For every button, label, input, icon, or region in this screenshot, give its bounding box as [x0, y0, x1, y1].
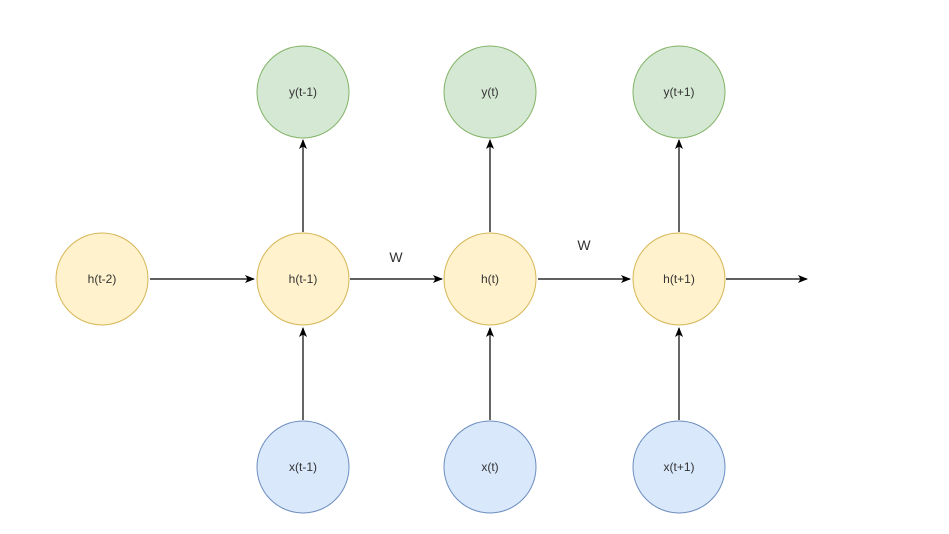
node-h-t-minus-2-circle: [55, 232, 149, 326]
node-h-t-circle: [443, 232, 537, 326]
node-h-t-minus-1: h(t-1): [256, 232, 350, 326]
edges: [150, 139, 808, 420]
node-h-t-minus-1-label: h(t-1): [289, 272, 318, 286]
node-y-t-minus-1-circle: [256, 45, 350, 139]
node-x-t-circle: [443, 420, 537, 514]
node-x-t-plus-1-circle: [632, 420, 726, 514]
weight-label-w-1: W: [389, 249, 403, 265]
node-y-t-circle: [443, 45, 537, 139]
node-x-t-minus-1: x(t-1): [256, 420, 350, 514]
node-y-t: y(t): [443, 45, 537, 139]
node-x-t-plus-1-label: x(t+1): [663, 460, 694, 474]
node-h-t-minus-2-label: h(t-2): [88, 272, 117, 286]
node-h-t-plus-1: h(t+1): [632, 232, 726, 326]
node-x-t-minus-1-circle: [256, 420, 350, 514]
node-x-t-plus-1: x(t+1): [632, 420, 726, 514]
node-y-t-minus-1: y(t-1): [256, 45, 350, 139]
node-x-t: x(t): [443, 420, 537, 514]
weight-label-w-2: W: [577, 237, 591, 253]
node-y-t-label: y(t): [481, 85, 498, 99]
node-h-t: h(t): [443, 232, 537, 326]
node-x-t-minus-1-label: x(t-1): [289, 460, 317, 474]
node-h-t-label: h(t): [481, 272, 499, 286]
node-y-t-plus-1: y(t+1): [632, 45, 726, 139]
node-h-t-minus-1-circle: [256, 232, 350, 326]
node-y-t-minus-1-label: y(t-1): [289, 85, 317, 99]
node-h-t-minus-2: h(t-2): [55, 232, 149, 326]
node-x-t-label: x(t): [481, 460, 498, 474]
node-y-t-plus-1-label: y(t+1): [663, 85, 694, 99]
node-y-t-plus-1-circle: [632, 45, 726, 139]
node-h-t-plus-1-circle: [632, 232, 726, 326]
node-h-t-plus-1-label: h(t+1): [663, 272, 695, 286]
